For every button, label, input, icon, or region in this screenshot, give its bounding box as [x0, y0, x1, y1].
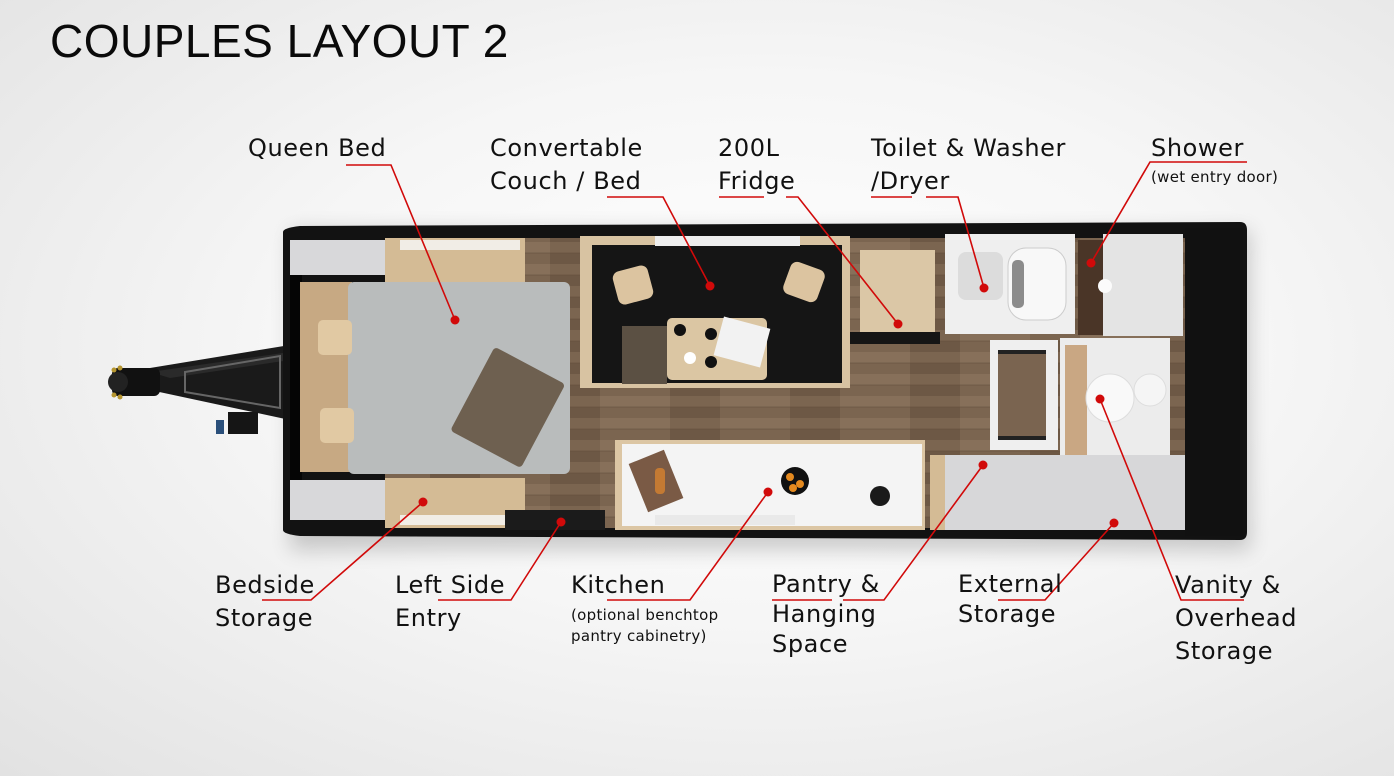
label-toilet-washer: Toilet & Washer /Dryer: [871, 134, 1066, 195]
entry-step: [505, 510, 605, 530]
label-kitchen: Kitchen (optional benchtop pantry cabine…: [571, 571, 719, 645]
toilet-washer-room: [945, 234, 1075, 334]
drawbar-hitch: [108, 345, 290, 434]
vanity: [1060, 338, 1170, 473]
label-pantry-hanging: Pantry & Hanging Space: [772, 570, 880, 658]
label-bedside-storage: Bedside Storage: [215, 571, 315, 632]
label-shower: Shower (wet entry door): [1151, 134, 1279, 186]
shower: [1078, 234, 1183, 336]
label-fridge: 200L Fridge: [718, 134, 796, 195]
queen-bed: [300, 282, 570, 474]
label-external-storage: External Storage: [958, 570, 1063, 628]
pantry-hanging: [990, 340, 1058, 450]
label-queen-bed: Queen Bed: [248, 134, 387, 162]
kitchen-bench: [615, 440, 925, 530]
rear-cap: [1185, 228, 1243, 536]
page-title: COUPLES LAYOUT 2: [50, 15, 509, 67]
label-vanity-overhead: Vanity & Overhead Storage: [1175, 571, 1298, 665]
fridge: [860, 250, 935, 332]
label-convertable-couch: Convertable Couch / Bed: [490, 134, 643, 195]
convertible-couch: [580, 236, 850, 388]
external-storage: [930, 455, 1185, 530]
label-left-side-entry: Left Side Entry: [395, 571, 506, 632]
